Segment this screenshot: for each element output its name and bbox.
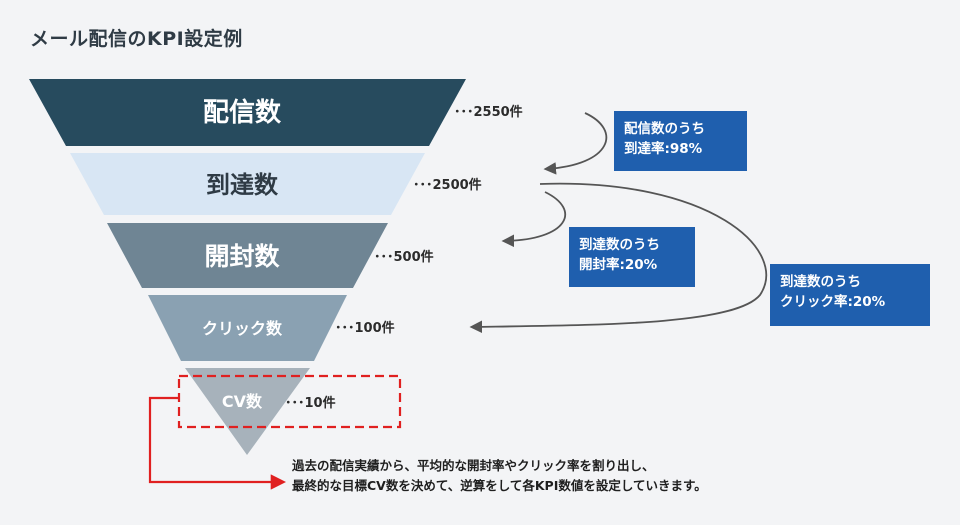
funnel-count-4: ･･･100件 <box>335 320 395 336</box>
note-line-1: 過去の配信実績から、平均的な開封率やクリック率を割り出し、 <box>292 458 655 473</box>
rate-box-click-line2: クリック率:20% <box>780 294 886 310</box>
funnel-count-5: ･･･10件 <box>285 395 336 411</box>
rate-box-delivery: 配信数のうち 到達率:98% <box>614 111 747 171</box>
rate-box-delivery-line2: 到達率:98% <box>624 141 703 157</box>
note-line-2: 最終的な目標CV数を決めて、逆算をして各KPI数値を設定していきます。 <box>292 478 707 493</box>
cv-note-arrow <box>148 396 287 490</box>
funnel-layer-2 <box>70 153 425 215</box>
funnel-label-1: 配信数 <box>203 98 282 128</box>
funnel-layer-1 <box>29 79 466 146</box>
funnel-count-1: ･･･2550件 <box>454 104 523 120</box>
rate-box-delivery-line1: 配信数のうち <box>624 121 705 137</box>
funnel-label-5: CV数 <box>222 392 263 411</box>
page-title: メール配信のKPI設定例 <box>30 28 243 50</box>
cv-highlight-box <box>177 374 402 429</box>
funnel-count-3: ･･･500件 <box>374 249 434 265</box>
rate-box-open-line1: 到達数のうち <box>579 237 660 253</box>
funnel-layer-5 <box>185 368 310 455</box>
rate-box-click-line1: 到達数のうち <box>780 274 861 290</box>
funnel-layer-3 <box>107 223 388 288</box>
rate-box-click: 到達数のうち クリック率:20% <box>770 264 930 326</box>
arrow-reach-to-click <box>469 182 767 334</box>
arrow-delivery-to-reach <box>543 112 608 175</box>
explanation-note: 過去の配信実績から、平均的な開封率やクリック率を割り出し、 最終的な目標CV数を… <box>292 456 707 496</box>
funnel-layer-4 <box>148 295 347 361</box>
rate-box-open: 到達数のうち 開封率:20% <box>569 227 695 287</box>
funnel-label-3: 開封数 <box>204 242 280 271</box>
funnel-count-2: ･･･2500件 <box>413 177 482 193</box>
funnel-label-2: 到達数 <box>206 171 279 199</box>
arrow-reach-to-open <box>501 191 566 248</box>
funnel-label-4: クリック数 <box>202 319 283 338</box>
rate-box-open-line2: 開封率:20% <box>579 257 658 273</box>
